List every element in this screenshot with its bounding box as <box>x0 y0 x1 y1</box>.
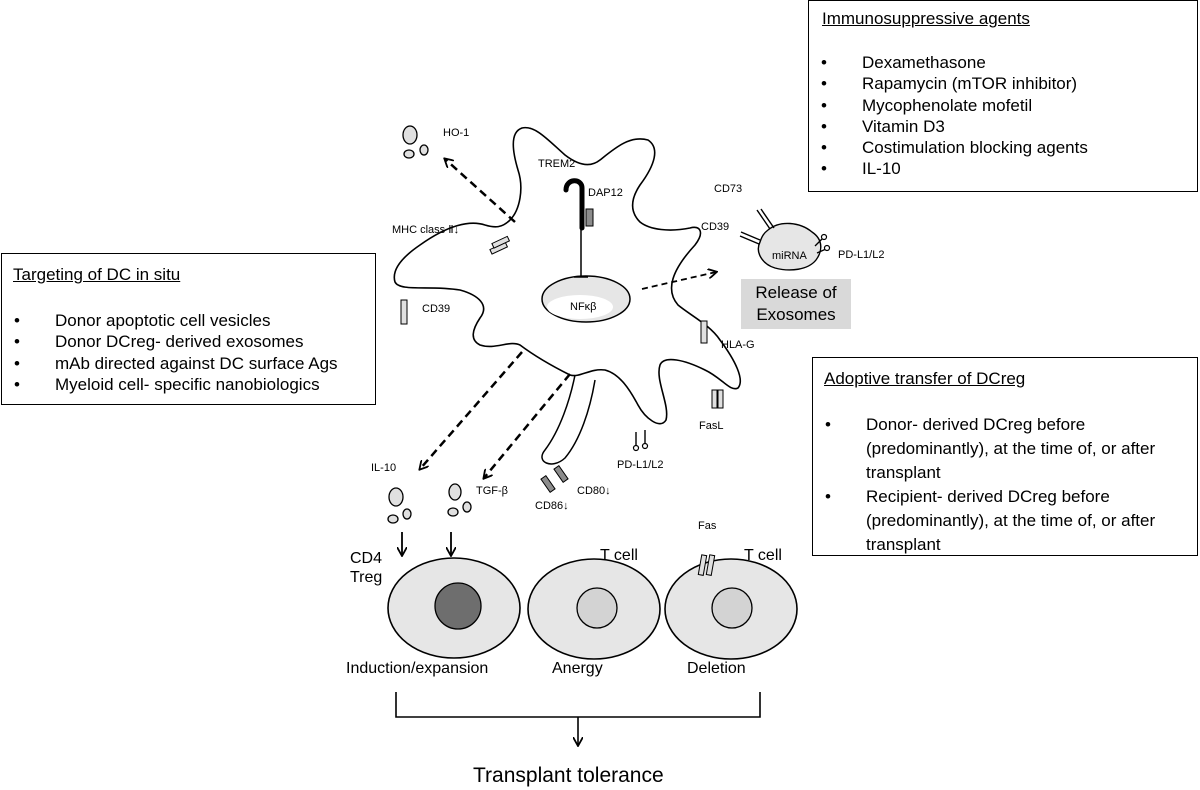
release-of-exosomes-box: Release of Exosomes <box>741 279 851 329</box>
exosome-arrow <box>641 272 716 290</box>
il10-vesicle <box>388 487 404 507</box>
label-fasl: FasL <box>699 420 724 432</box>
label-cd4: CD4 <box>350 550 383 567</box>
label-cd80: CD80↓ <box>577 485 611 497</box>
pdl1-cell-head <box>641 442 649 450</box>
adoptive-list: •Donor- derived DCreg before (predominan… <box>823 413 1189 557</box>
fas-receptor <box>705 554 716 576</box>
label-hlag: HLA-G <box>721 339 755 351</box>
immunosuppressive-title: Immunosuppressive agents <box>822 9 1030 28</box>
list-item: •Donor- derived DCreg before (predominan… <box>825 415 1156 482</box>
dendritic-cell-outline <box>393 126 742 425</box>
list-item: •Recipient- derived DCreg before (predom… <box>825 487 1156 554</box>
fasl-receptor <box>711 389 718 409</box>
list-item: •Donor apoptotic cell vesicles <box>14 311 271 330</box>
targeting-box: Targeting of DC in situ •Donor apoptotic… <box>1 253 376 405</box>
hlag-receptor <box>700 320 708 344</box>
list-item: •IL-10 <box>821 159 901 179</box>
label-dap12: DAP12 <box>588 187 623 199</box>
label-transplant-tolerance: Transplant tolerance <box>473 764 664 787</box>
tgfb-vesicle <box>448 483 462 501</box>
trem2-receptor <box>563 178 585 231</box>
immunosuppressive-box: Immunosuppressive agents •Dexamethasone … <box>808 0 1198 192</box>
il10-vesicle <box>402 508 412 520</box>
cd39-exo-stalk <box>739 235 760 245</box>
label-treg: Treg <box>350 569 383 586</box>
outcome-bracket <box>395 692 761 718</box>
label-t-cell-deletion: T cell <box>744 547 782 564</box>
list-item: •Vitamin D3 <box>821 116 945 136</box>
label-pdl1-exosome: PD-L1/L2 <box>838 249 885 261</box>
label-fas: Fas <box>698 520 717 532</box>
label-deletion: Deletion <box>687 660 746 677</box>
label-cd39-exosome: CD39 <box>701 221 730 233</box>
dap12-receptor <box>585 208 594 227</box>
list-item: •Myeloid cell- specific nanobiologics <box>14 374 320 394</box>
label-cd73: CD73 <box>714 183 743 195</box>
cd73-stalk <box>756 209 771 230</box>
cd86-receptor <box>540 475 556 493</box>
fas-receptor <box>697 554 708 576</box>
label-trem2: TREM2 <box>538 158 576 170</box>
list-item: •Mycophenolate mofetil <box>821 95 1033 115</box>
label-nfkb: NFκβ <box>570 301 597 313</box>
cd39-receptor <box>400 299 408 325</box>
fasl-receptor <box>717 389 724 409</box>
label-cd39-cell: CD39 <box>422 303 451 315</box>
tgfb-vesicle <box>462 501 472 513</box>
ho1-vesicle <box>403 149 415 159</box>
label-anergy: Anergy <box>552 660 603 677</box>
treg-nucleus <box>434 582 482 630</box>
targeting-title: Targeting of DC in situ <box>13 265 181 284</box>
list-item: •Costimulation blocking agents <box>821 138 1088 158</box>
deletion-nucleus <box>711 587 753 629</box>
pdl1-exo-head <box>823 244 831 252</box>
label-cd86: CD86↓ <box>535 500 569 512</box>
il10-arrow <box>420 351 523 469</box>
il10-vesicle <box>387 514 399 524</box>
anergy-nucleus <box>576 587 618 629</box>
label-induction-expansion: Induction/expansion <box>346 660 489 677</box>
mhc-receptor <box>491 235 511 249</box>
exosome <box>757 222 822 271</box>
label-pdl1-cell: PD-L1/L2 <box>617 459 664 471</box>
list-item: •Rapamycin (mTOR inhibitor) <box>821 74 1078 94</box>
nucleus-inner <box>547 295 613 319</box>
cd80-receptor <box>553 465 569 483</box>
ho1-vesicle <box>419 144 429 156</box>
cd73-stalk <box>760 208 775 229</box>
label-mirna: miRNA <box>772 250 807 262</box>
ho1-vesicle <box>402 125 418 145</box>
pdl1-cell-head <box>632 444 640 452</box>
adoptive-title: Adoptive transfer of DCreg <box>824 369 1026 388</box>
label-tgfb: TGF-β <box>476 485 508 497</box>
dendrite-process <box>541 374 596 465</box>
ho1-arrow <box>445 159 516 223</box>
label-mhc-class-ii: MHC class Ⅱ↓ <box>392 224 460 236</box>
tgfb-vesicle <box>447 507 459 517</box>
cd39-exo-stalk <box>740 231 761 241</box>
tgfb-arrow <box>484 373 571 478</box>
immunosuppressive-list: •Dexamethasone •Rapamycin (mTOR inhibito… <box>819 52 1189 180</box>
list-item: •Donor DCreg- derived exosomes <box>14 332 304 352</box>
list-item: •Dexamethasone <box>821 53 986 72</box>
targeting-list: •Donor apoptotic cell vesicles •Donor DC… <box>12 310 372 395</box>
label-t-cell-anergy: T cell <box>600 547 638 564</box>
label-il10: IL-10 <box>371 462 397 474</box>
pdl1-exo-stalk <box>814 237 824 247</box>
list-item: •mAb directed against DC surface Ags <box>14 353 338 373</box>
adoptive-box: Adoptive transfer of DCreg •Donor- deriv… <box>812 357 1198 556</box>
label-ho1: HO-1 <box>443 127 470 139</box>
pdl1-exo-head <box>820 233 828 241</box>
